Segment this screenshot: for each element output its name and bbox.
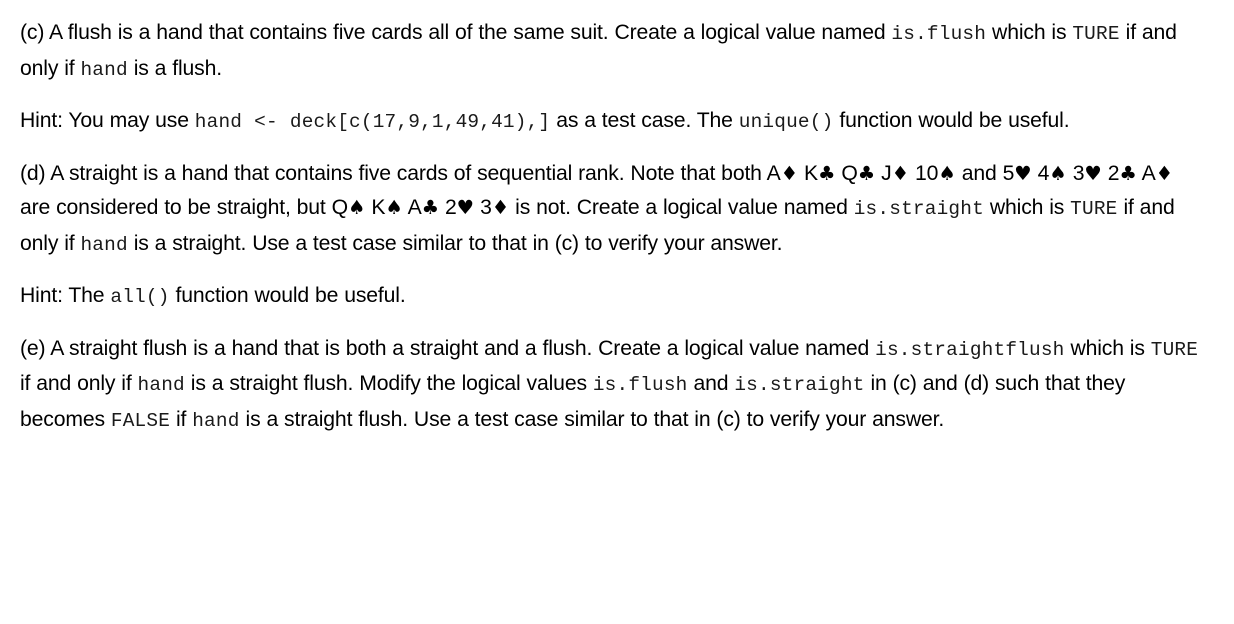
suit-symbol: ♠ — [347, 196, 366, 219]
code-span: hand — [137, 374, 185, 396]
code-span: is.straight — [734, 374, 865, 396]
prose-span: function would be useful. — [169, 284, 406, 307]
prose-span: if — [170, 407, 193, 431]
code-span: unique() — [738, 111, 834, 133]
prose-span: is a straight flush. Use a test case sim… — [239, 407, 945, 431]
card-sequence: Q♠ K♠ A♣ 2♥ 3♦ — [331, 196, 510, 219]
suit-symbol: ♥ — [1014, 161, 1032, 185]
prose-span: if and only if — [20, 196, 1175, 255]
paragraph-part-e: (e) A straight flush is a hand that is b… — [20, 332, 1206, 439]
prose-span: which is — [1064, 336, 1151, 360]
prose-span: are considered to be straight, but — [20, 196, 332, 219]
paragraph-hint-d: Hint: The all() function would be useful… — [20, 279, 1206, 315]
suit-symbol: ♠ — [938, 161, 956, 185]
prose-span: in (c) and (d) such that they becomes — [20, 372, 1126, 431]
prose-span: as a test case. The — [550, 109, 739, 132]
prose-span: (c) A flush is a hand that contains five… — [20, 21, 892, 44]
prose-span: Hint: The — [20, 284, 111, 307]
prose-span: is not. Create a logical value named — [509, 196, 854, 219]
prose-span: and — [687, 372, 735, 395]
prose-span: and — [955, 161, 1003, 185]
suit-symbol: ♠ — [385, 196, 403, 219]
exercise-list: (c) A flush is a hand that contains five… — [20, 16, 1206, 438]
prose-span: Hint: You may use — [20, 109, 195, 132]
card-sequence: 5♥ 4♠ 3♥ 2♣ A♦ — [1002, 161, 1174, 185]
code-span: all() — [110, 286, 170, 308]
code-span: hand — [80, 58, 128, 81]
prose-span: which is — [983, 196, 1071, 219]
code-span: is.straightflush — [875, 338, 1065, 361]
prose-span: is a flush. — [127, 56, 222, 80]
paragraph-part-d: (d) A straight is a hand that contains f… — [20, 157, 1206, 263]
suit-symbol: ♦ — [1155, 161, 1174, 185]
code-span: hand <- deck[c(17,9,1,49,41),] — [194, 111, 551, 133]
card-sequence: A♦ K♣ Q♣ J♦ 10♠ — [766, 161, 956, 185]
code-span: FALSE — [110, 409, 171, 432]
code-span: hand — [80, 233, 128, 256]
paragraph-hint-c: Hint: You may use hand <- deck[c(17,9,1,… — [20, 104, 1206, 140]
suit-symbol: ♦ — [780, 161, 799, 185]
prose-span: (e) A straight flush is a hand that is b… — [20, 336, 876, 360]
suit-symbol: ♣ — [1119, 161, 1137, 185]
prose-span: is a straight flush. Modify the logical … — [184, 372, 593, 395]
prose-span: if and only if — [20, 21, 1177, 80]
code-span: TURE — [1070, 198, 1118, 220]
code-span: TURE — [1150, 338, 1199, 361]
suit-symbol: ♣ — [817, 161, 836, 185]
suit-symbol: ♣ — [857, 161, 876, 185]
prose-span: function would be useful. — [833, 109, 1070, 132]
prose-span: which is — [986, 21, 1073, 44]
code-span: TURE — [1072, 23, 1120, 45]
prose-span: (d) A straight is a hand that contains f… — [20, 161, 767, 185]
code-span: is.flush — [891, 23, 987, 45]
suit-symbol: ♥ — [456, 196, 475, 219]
suit-symbol: ♦ — [891, 161, 910, 185]
code-span: hand — [192, 409, 240, 432]
code-span: is.flush — [592, 374, 688, 396]
prose-span: is a straight. Use a test case similar t… — [127, 231, 783, 255]
prose-span: if and only if — [20, 372, 138, 395]
suit-symbol: ♦ — [491, 196, 510, 219]
code-span: is.straight — [853, 198, 984, 220]
paragraph-part-c: (c) A flush is a hand that contains five… — [20, 16, 1206, 87]
suit-symbol: ♠ — [1049, 161, 1067, 185]
suit-symbol: ♥ — [1084, 161, 1102, 185]
suit-symbol: ♣ — [421, 196, 440, 219]
